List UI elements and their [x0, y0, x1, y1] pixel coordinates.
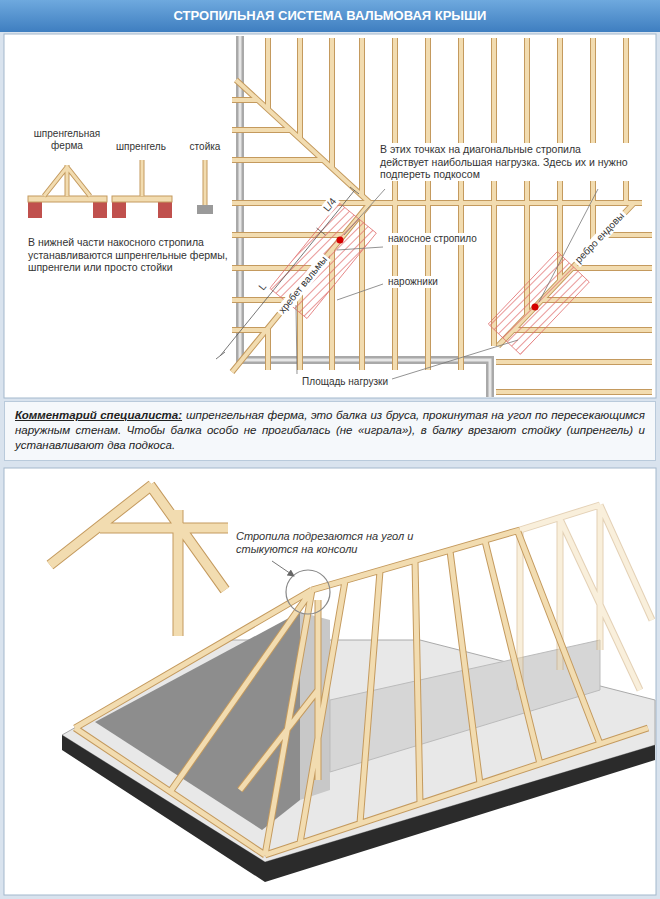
rafter	[75, 530, 648, 855]
rafter-outline	[75, 530, 648, 855]
post-base	[197, 205, 213, 214]
load-area	[270, 203, 377, 319]
brick-wall	[28, 202, 42, 218]
load-point	[532, 304, 539, 311]
detail-beam	[50, 485, 228, 636]
detail-circle	[286, 570, 330, 614]
leader-arrow	[272, 561, 294, 576]
comment-box: Комментарий специалиста:шпренгельная фер…	[4, 401, 656, 461]
top-panel	[4, 34, 656, 398]
dimension-line	[221, 190, 355, 355]
rafter	[232, 38, 652, 392]
dimension-tick	[350, 187, 359, 194]
title-text: СТРОПИЛЬНАЯ СИСТЕМА ВАЛЬМОВАЯ КРЫШИ	[0, 0, 660, 32]
part-name: стойка	[178, 141, 232, 153]
part-name: нарожники	[386, 276, 440, 288]
brick-wall	[93, 202, 107, 218]
part-name: шпренгель	[106, 141, 176, 153]
comment-heading: Комментарий специалиста:	[15, 409, 182, 421]
post-outline	[44, 160, 205, 205]
leader-line	[337, 284, 383, 300]
part-name: шпренгельная ферма	[27, 128, 107, 152]
brick-wall	[158, 202, 172, 218]
leader-line	[296, 305, 297, 374]
callout-text: Стропила подрезаются на угол и стыкуются…	[236, 530, 426, 556]
rafter-outline	[232, 38, 652, 392]
note-text: В нижней части накосного стропила устана…	[28, 236, 228, 274]
detail-beam-outline	[50, 485, 228, 636]
post	[44, 160, 205, 205]
load-point	[337, 237, 344, 244]
dimension-tick	[216, 352, 225, 359]
leader-line	[344, 189, 385, 235]
callout-text: В этих точках на диагональные стропила д…	[378, 143, 632, 181]
wall-face	[95, 612, 300, 830]
load-area	[488, 252, 589, 355]
beam	[28, 196, 107, 202]
brick-wall	[112, 202, 126, 218]
part-name: накосное стропило	[386, 233, 482, 245]
dimension-tick	[317, 228, 326, 235]
leader-line	[392, 340, 518, 379]
beam	[112, 196, 172, 202]
bottom-panel	[4, 468, 656, 895]
callout-text: Площадь нагрузки	[300, 376, 390, 388]
leader-line	[337, 247, 383, 250]
